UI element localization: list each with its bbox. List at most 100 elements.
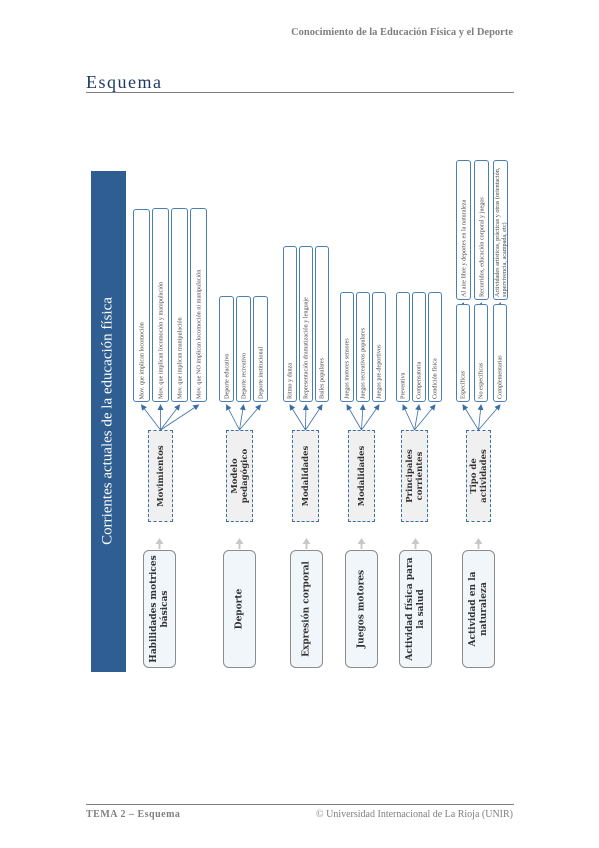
group-0-leaf-3: Mov. que NO implican locomoción ni manip… — [190, 208, 207, 402]
group-5-subleaf-0-label: Al aire libre y deportes en la naturalez… — [459, 199, 467, 297]
group-5-leaf-2-arrow — [478, 404, 501, 431]
group-4-leaf-2: Condición física — [428, 292, 442, 402]
group-0-leaf-2: Mov. que implican manipulación — [171, 208, 188, 402]
group-2-leaf-1-label: Representación dramatización y lenguaje — [302, 297, 310, 399]
group-2-leaf-0-label: Ritmo y danza — [286, 362, 294, 399]
group-3-leaf-2-arrow — [361, 404, 380, 431]
group-1-leaf-1-label: Deporte recreativo — [239, 352, 247, 399]
group-3-mid-box-label: Modalidades — [356, 445, 367, 507]
page-title: Esquema — [86, 72, 163, 92]
group-4-mid-box: Principales corrientes — [401, 430, 428, 522]
group-2-mid-box: Modalidades — [292, 430, 319, 522]
group-1-leaf-1: Deporte recreativo — [236, 296, 251, 402]
group-4-leaf-1-arrow — [414, 404, 422, 431]
group-5-subleaf-2: Actividades artísticas, prácticas y otra… — [493, 160, 508, 300]
title-rule — [86, 92, 514, 93]
group-0-up-arrow — [155, 538, 164, 549]
group-4-leaf-0-arrow — [402, 404, 415, 431]
group-4-main-box-label: Actividad física para la salud — [404, 557, 426, 661]
group-5-subleaf-2-arrow — [495, 302, 501, 309]
group-0-mid-box-label: Movimientos — [155, 445, 166, 507]
group-1-up-arrow — [235, 538, 244, 549]
group-2-leaf-1-arrow — [302, 404, 309, 431]
group-5-mid-box: Tipo de actividades — [466, 430, 491, 522]
group-3-leaf-2: Juegos pre-deportivos — [372, 292, 386, 402]
group-5-leaf-0-label: Específicas — [459, 370, 467, 399]
group-5-main-box: Actividad en la naturaleza — [462, 550, 495, 668]
group-3-leaf-1-label: Juegos recreativos populares — [359, 327, 367, 399]
group-5-subleaf-0-arrow — [458, 302, 464, 309]
group-3-main-box: Juegos motores — [345, 550, 378, 668]
group-2-up-arrow — [302, 538, 311, 549]
group-2-leaf-0-arrow — [289, 404, 306, 431]
group-4-leaf-2-label: Condición física — [431, 358, 439, 399]
group-3-mid-box: Modalidades — [348, 430, 375, 522]
group-0-main-box-label: Habilidades motrices básicas — [148, 555, 170, 663]
main-banner — [91, 171, 126, 672]
group-4-leaf-1-label: Compensatoria — [415, 361, 423, 399]
group-5-leaf-1-arrow — [477, 404, 484, 431]
group-4-leaf-2-arrow — [414, 404, 436, 431]
group-3-leaf-0-arrow — [346, 404, 362, 431]
group-5-leaf-2-label: Complementarias — [496, 355, 504, 399]
group-0-leaf-3-label: Mov. que NO implican locomoción ni manip… — [194, 269, 202, 399]
group-1-leaf-0: Deporte educativo — [219, 296, 234, 402]
group-2-leaf-2: Bailes populares — [315, 246, 329, 402]
group-5-subleaf-1-arrow — [476, 302, 482, 309]
group-5-leaf-0: Específicas — [456, 304, 470, 402]
group-1-leaf-0-label: Deporte educativo — [222, 353, 230, 399]
group-0-mid-box: Movimientos — [148, 430, 173, 522]
group-1-leaf-2-label: Deporte institucional — [256, 346, 264, 399]
group-3-main-box-label: Juegos motores — [356, 569, 367, 649]
group-5-leaf-2: Complementarias — [493, 304, 507, 402]
group-4-leaf-1: Compensatoria — [412, 292, 426, 402]
group-5-main-box-label: Actividad en la naturaleza — [467, 571, 489, 647]
group-0-leaf-2-label: Mov. que implican manipulación — [175, 317, 183, 399]
group-5-leaf-1: No específicas — [474, 304, 488, 402]
footer-left: TEMA 2 – Esquema — [86, 809, 181, 820]
group-5-subleaf-2-label: Actividades artísticas, prácticas y otra… — [493, 167, 508, 297]
running-header: Conocimiento de la Educación Física y el… — [291, 27, 513, 38]
group-5-subleaf-1-label: Recorridos, educación corporal y juegos — [477, 197, 485, 297]
group-2-leaf-2-label: Bailes populares — [318, 357, 326, 399]
group-3-leaf-1: Juegos recreativos populares — [356, 292, 370, 402]
group-1-main-box: Deporte — [223, 550, 256, 668]
group-4-mid-box-label: Principales corrientes — [404, 449, 425, 503]
group-5-subleaf-1: Recorridos, educación corporal y juegos — [474, 160, 489, 300]
group-0-leaf-0: Mov. que implican locomoción — [133, 209, 150, 402]
group-1-leaf-2: Deporte institucional — [253, 296, 268, 402]
footer-right: © Universidad Internacional de La Rioja … — [316, 809, 513, 820]
group-1-main-box-label: Deporte — [234, 588, 245, 630]
group-4-leaf-0-label: Preventiva — [399, 372, 407, 399]
group-0-leaf-0-arrow — [140, 404, 161, 431]
group-0-leaf-2-arrow — [160, 404, 181, 431]
group-5-subleaf-0: Al aire libre y deportes en la naturalez… — [456, 160, 471, 300]
group-2-mid-box-label: Modalidades — [300, 445, 311, 507]
footer-rule — [86, 804, 514, 805]
group-4-leaf-0: Preventiva — [396, 292, 410, 402]
group-1-leaf-0-arrow — [226, 404, 240, 431]
group-0-leaf-1: Mov. que implican locomoción y manipulac… — [152, 208, 169, 402]
group-5-mid-box-label: Tipo de actividades — [468, 449, 489, 503]
group-2-main-box-label: Expresión corporal — [301, 561, 312, 657]
group-2-leaf-1: Representación dramatización y lenguaje — [299, 246, 313, 402]
group-0-leaf-0-label: Mov. que implican locomoción — [137, 321, 145, 399]
group-4-main-box: Actividad física para la salud — [399, 550, 432, 668]
group-2-main-box: Expresión corporal — [290, 550, 323, 668]
group-1-mid-box-label: Modelo pedagógico — [229, 448, 250, 504]
group-0-leaf-1-label: Mov. que implican locomoción y manipulac… — [156, 281, 164, 399]
group-2-leaf-0: Ritmo y danza — [283, 246, 297, 402]
main-banner-label: Corrientes actuales de la educación físi… — [99, 297, 116, 545]
group-0-main-box: Habilidades motrices básicas — [143, 550, 176, 668]
group-3-up-arrow — [357, 538, 366, 549]
group-1-mid-box: Modelo pedagógico — [226, 430, 253, 522]
group-3-leaf-2-label: Juegos pre-deportivos — [375, 344, 383, 399]
group-4-up-arrow — [411, 538, 420, 549]
group-5-up-arrow — [474, 538, 483, 549]
group-1-leaf-2-arrow — [239, 404, 262, 431]
group-3-leaf-0-label: Juegos motores sensores — [343, 338, 351, 399]
group-3-leaf-0: Juegos motores sensores — [340, 292, 354, 402]
group-5-leaf-1-label: No específicas — [477, 362, 485, 399]
